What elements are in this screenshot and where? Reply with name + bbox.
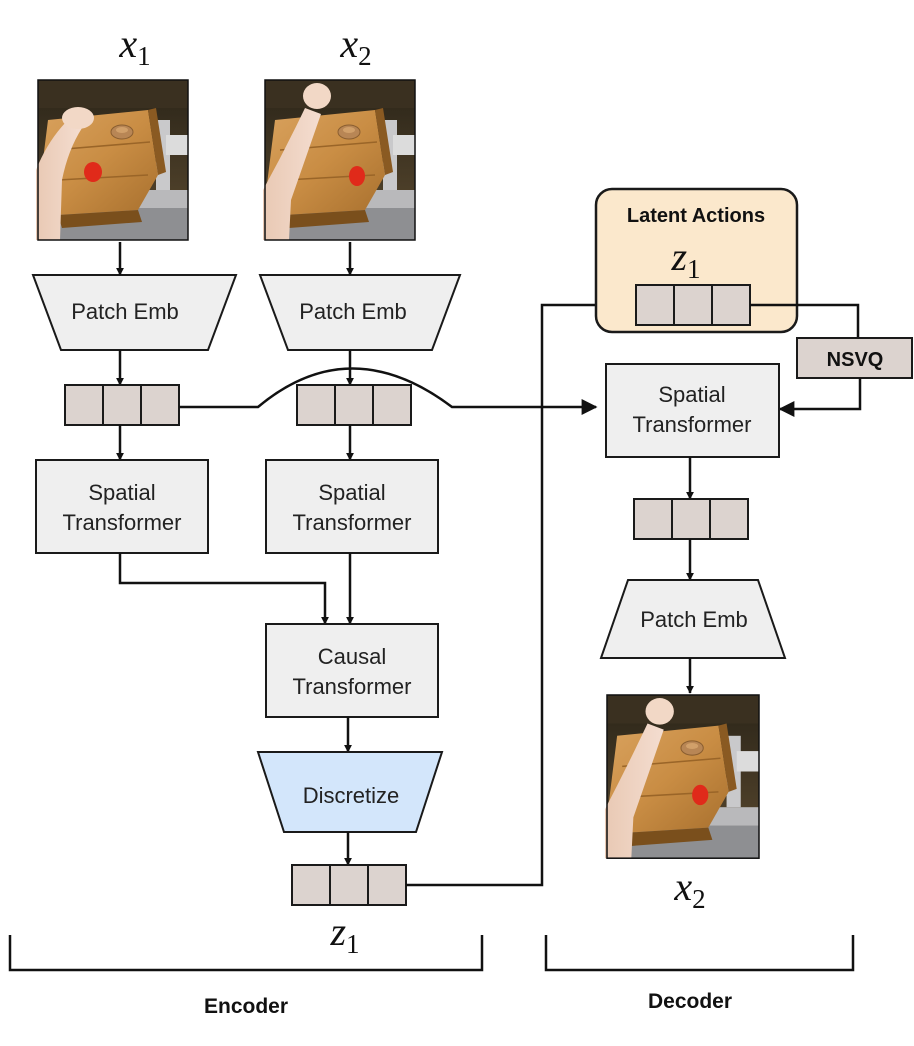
causal-transformer-label-line2: Transformer [293,674,412,699]
decoder-spatial-label-line1: Spatial [658,382,725,407]
decoder-tokens [633,498,749,540]
latent-actions-title: Latent Actions [627,205,765,227]
decoder-bracket-label: Decoder [648,990,732,1013]
patch-emb-2-label: Patch Emb [299,299,407,324]
decoder-bracket [544,935,855,972]
decoder-patch-emb-label: Patch Emb [640,607,748,632]
arrow-latent-to-latent-actions [406,297,638,887]
frame-1-image [36,79,189,241]
patch-emb-1-block [31,274,238,351]
output-symbol: x2 [673,864,705,914]
latent-actions-tokens [635,284,751,326]
line-latent-to-nsvq [750,303,860,338]
tokens-frame-1 [64,384,180,426]
frame-1-symbol: x1 [118,21,150,71]
frame-2-image [263,79,416,241]
decoder-spatial-transformer-block [605,363,780,458]
encoder-bracket [8,935,484,972]
tokens-frame-2 [296,384,412,426]
patch-emb-1-label: Patch Emb [71,299,179,324]
encoder-bracket-label: Encoder [204,995,288,1018]
spatial-transformer-1-block [35,459,209,554]
spatial-transformer-2-block [265,459,439,554]
decoder-spatial-label-line2: Transformer [633,412,752,437]
decoder-patch-emb-block [599,579,787,659]
latent-actions-symbol: z1 [670,234,700,284]
spatial-transformer-1-label-line2: Transformer [63,510,182,535]
discretize-block [256,751,444,833]
arrow-spatial1-to-causal [118,553,329,625]
output-frame-image [604,694,760,859]
nsvq-block [796,337,913,379]
encoder-latent-symbol: z1 [329,909,359,959]
frame-2-symbol: x2 [339,21,371,71]
arrow-nsvq-to-spatial [778,378,862,417]
causal-transformer-block [265,623,439,718]
spatial-transformer-2-label-line1: Spatial [318,480,385,505]
discretize-label: Discretize [303,783,400,808]
spatial-transformer-2-label-line2: Transformer [293,510,412,535]
nsvq-label: NSVQ [827,349,884,371]
causal-transformer-label-line1: Causal [318,644,386,669]
spatial-transformer-1-label-line1: Spatial [88,480,155,505]
encoder-latent-tokens [291,864,407,906]
skip-connection-to-decoder [179,367,598,415]
patch-emb-2-block [258,274,462,351]
